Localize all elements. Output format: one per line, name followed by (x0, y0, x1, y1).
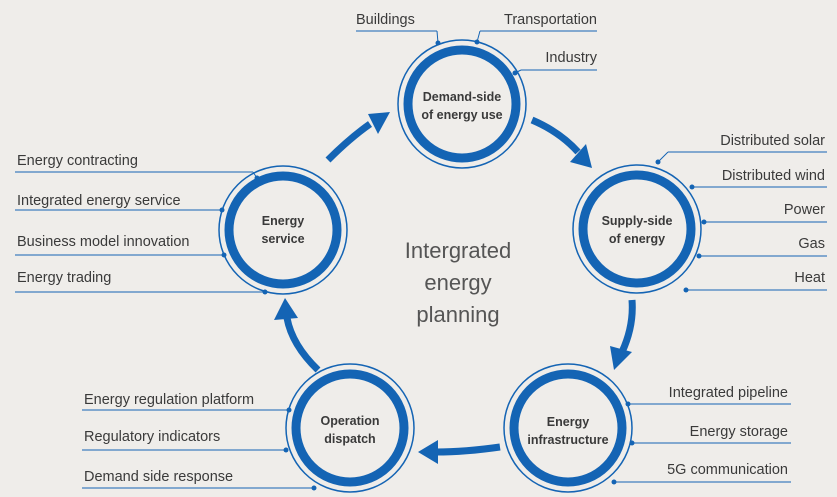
center-title-line1: Intergrated (405, 238, 511, 263)
demand-dots (435, 39, 518, 76)
infrastructure-leaders (614, 403, 791, 483)
label-energy-contracting: Energy contracting (17, 153, 138, 169)
arrow-infrastructure-to-dispatch (435, 443, 501, 456)
node-infrastructure-line1: Energy (547, 415, 589, 429)
supply-leaders (657, 151, 827, 291)
label-gas: Gas (798, 236, 825, 252)
node-operation-dispatch: Operation dispatch (285, 363, 415, 493)
node-supply-side: Supply-side of energy (572, 164, 702, 294)
dispatch-dots (283, 407, 317, 491)
arrow-demand-to-supply (530, 116, 581, 155)
node-energy-infrastructure: Energy infrastructure (503, 363, 633, 493)
arrowhead-demand (368, 112, 390, 134)
node-infrastructure-line2: infrastructure (527, 433, 608, 447)
service-dots (219, 175, 268, 295)
node-dispatch-line1: Operation (320, 414, 379, 428)
node-energy-service: Energy service (218, 165, 348, 295)
label-energy-trading: Energy trading (17, 270, 111, 286)
arrowhead-dispatch (418, 440, 438, 464)
center-title-line2: energy (424, 270, 491, 295)
node-supply-line1: Supply-side (602, 214, 673, 228)
infrastructure-dots (611, 401, 635, 485)
cycle-arrowheads (274, 112, 632, 464)
arrow-supply-to-infrastructure (618, 299, 636, 354)
arrowhead-infrastructure (610, 346, 632, 370)
label-integrated-pipeline: Integrated pipeline (669, 385, 788, 401)
node-demand-side: Demand-side of energy use (397, 39, 527, 169)
cycle-arrows (283, 116, 636, 456)
label-distributed-solar: Distributed solar (720, 133, 825, 149)
label-industry: Industry (545, 50, 597, 66)
label-power: Power (784, 202, 825, 218)
node-service-line1: Energy (262, 214, 304, 228)
label-heat: Heat (794, 270, 825, 286)
supply-dots (655, 159, 707, 293)
label-distributed-wind: Distributed wind (722, 168, 825, 184)
label-integrated-energy-service: Integrated energy service (17, 193, 181, 209)
label-transportation: Transportation (504, 12, 597, 28)
service-leaders (15, 171, 265, 293)
arrowhead-supply (570, 144, 592, 168)
label-energy-storage: Energy storage (690, 424, 788, 440)
label-demand-side-response: Demand side response (84, 469, 233, 485)
label-energy-regulation-platform: Energy regulation platform (84, 392, 254, 408)
label-business-model-innovation: Business model innovation (17, 234, 190, 250)
arrow-service-to-demand (325, 121, 373, 163)
arrowhead-service (274, 298, 298, 320)
label-5g-communication: 5G communication (667, 462, 788, 478)
label-regulatory-indicators: Regulatory indicators (84, 429, 220, 445)
arrow-dispatch-to-service (283, 317, 321, 373)
label-buildings: Buildings (356, 12, 415, 28)
node-service-line2: service (261, 232, 304, 246)
center-title: Intergrated energy planning (405, 238, 511, 327)
center-title-line3: planning (416, 302, 499, 327)
dispatch-leaders (82, 409, 314, 489)
node-dispatch-line2: dispatch (324, 432, 375, 446)
node-supply-line2: of energy (609, 232, 665, 246)
node-demand-line2: of energy use (421, 108, 502, 122)
node-demand-line1: Demand-side (423, 90, 502, 104)
